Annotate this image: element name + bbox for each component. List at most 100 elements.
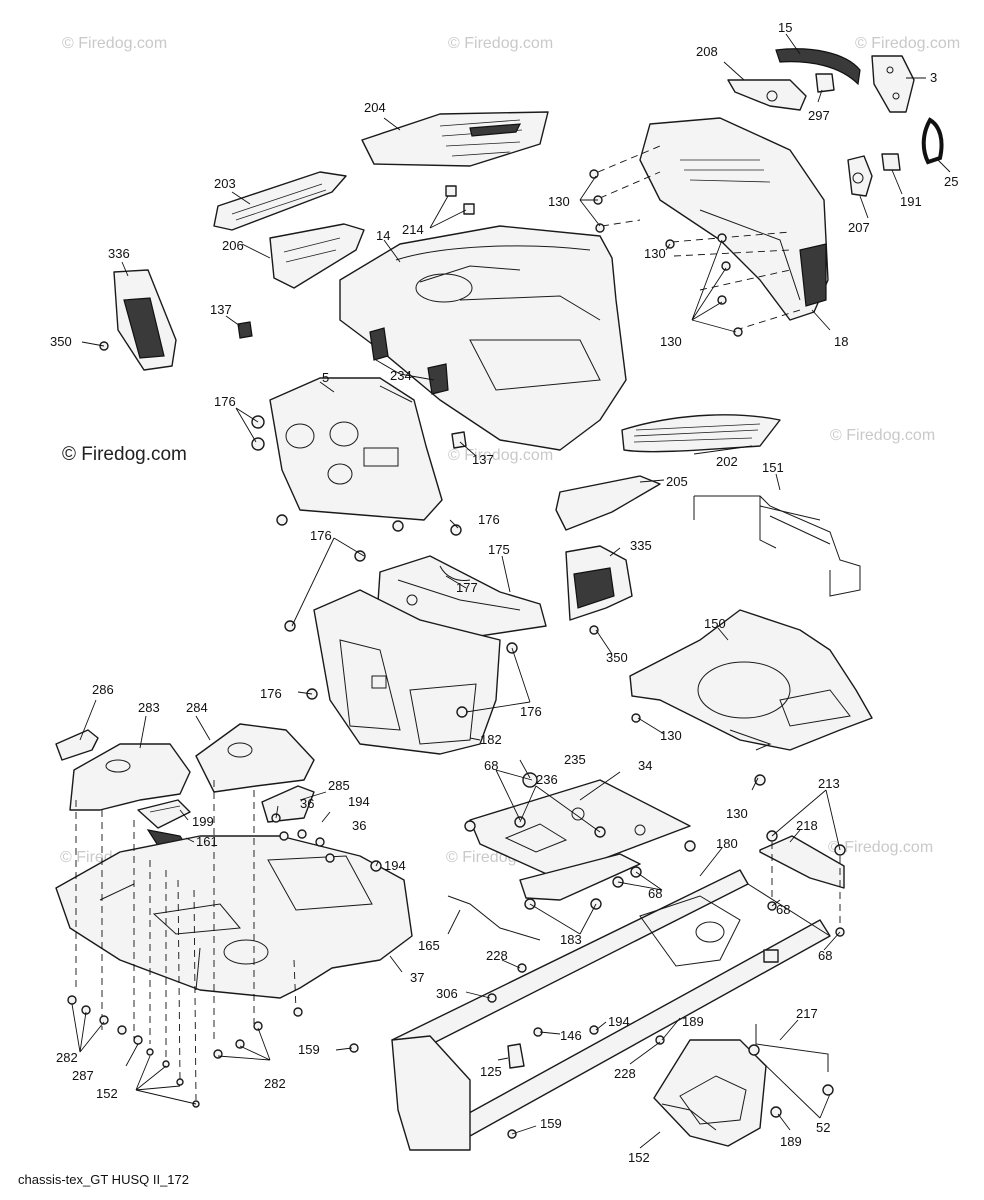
part-150-floor-pan bbox=[629, 609, 873, 786]
callout-68-a: 68 bbox=[484, 758, 498, 773]
callout-297: 297 bbox=[808, 108, 830, 123]
part-214-clips bbox=[445, 185, 475, 215]
callout-228-b: 228 bbox=[614, 1066, 636, 1081]
part-25-seal bbox=[921, 117, 944, 165]
diagram-caption: chassis-tex_GT HUSQ II_172 bbox=[18, 1172, 189, 1187]
callout-218: 218 bbox=[796, 818, 818, 833]
callout-14: 14 bbox=[376, 228, 390, 243]
misc-fasteners bbox=[349, 963, 782, 1139]
callout-176-d: 176 bbox=[260, 686, 282, 701]
part-202-front-grille bbox=[621, 414, 781, 453]
callout-283: 283 bbox=[138, 700, 160, 715]
part-206-bracket bbox=[269, 223, 365, 289]
part-18-grille-housing bbox=[639, 117, 829, 321]
callout-335: 335 bbox=[630, 538, 652, 553]
callout-183: 183 bbox=[560, 932, 582, 947]
part-3-bracket bbox=[871, 55, 915, 113]
callout-176-c: 176 bbox=[310, 528, 332, 543]
callout-176-a: 176 bbox=[214, 394, 236, 409]
part-180-main-frame bbox=[391, 869, 831, 1151]
callout-282-a: 282 bbox=[56, 1050, 78, 1065]
callout-36-a: 36 bbox=[300, 796, 314, 811]
callout-194-c: 194 bbox=[608, 1014, 630, 1029]
callout-203: 203 bbox=[214, 176, 236, 191]
part-165-link-rod bbox=[447, 895, 541, 941]
callout-177: 177 bbox=[456, 580, 478, 595]
callout-165: 165 bbox=[418, 938, 440, 953]
callout-180: 180 bbox=[716, 836, 738, 851]
callout-176-b: 176 bbox=[478, 512, 500, 527]
callout-161: 161 bbox=[196, 834, 218, 849]
watermark-low-right: © Firedog.com bbox=[828, 839, 933, 856]
callout-5: 5 bbox=[322, 370, 329, 385]
callout-228-a: 228 bbox=[486, 948, 508, 963]
callout-159-b: 159 bbox=[540, 1116, 562, 1131]
callout-152-b: 152 bbox=[628, 1150, 650, 1165]
callout-191: 191 bbox=[900, 194, 922, 209]
part-336-side-panel bbox=[99, 269, 177, 371]
callout-130-c: 130 bbox=[660, 334, 682, 349]
callout-213: 213 bbox=[818, 776, 840, 791]
part-177-cable bbox=[439, 565, 471, 581]
callout-282-b: 282 bbox=[264, 1076, 286, 1091]
part-284-fender-cap-right bbox=[195, 723, 315, 793]
callout-labels: 15 208 3 297 204 25 191 207 203 130 214 … bbox=[50, 20, 958, 1165]
part-34-mount-plate bbox=[464, 772, 696, 881]
callout-175: 175 bbox=[488, 542, 510, 557]
leader-lines bbox=[71, 33, 951, 1149]
callout-68-c: 68 bbox=[818, 948, 832, 963]
callout-207: 207 bbox=[848, 220, 870, 235]
callout-204: 204 bbox=[364, 100, 386, 115]
callout-146: 146 bbox=[560, 1028, 582, 1043]
fender-fastener-leaders bbox=[67, 780, 303, 1108]
callout-287: 287 bbox=[72, 1068, 94, 1083]
part-5-dash-console bbox=[269, 377, 443, 521]
callout-306: 306 bbox=[436, 986, 458, 1001]
part-234-pads bbox=[369, 327, 449, 395]
callout-150: 150 bbox=[704, 616, 726, 631]
part-297-clip bbox=[815, 73, 835, 93]
callout-52: 52 bbox=[816, 1120, 830, 1135]
watermark-top-right: © Firedog.com bbox=[855, 35, 960, 52]
part-176-grommets-lower bbox=[284, 550, 518, 700]
watermark-top-left: © Firedog.com bbox=[62, 35, 167, 52]
callout-130-d: 130 bbox=[660, 728, 682, 743]
callout-208: 208 bbox=[696, 44, 718, 59]
callout-336: 336 bbox=[108, 246, 130, 261]
part-14-hood bbox=[339, 225, 627, 451]
part-207-headlight bbox=[847, 155, 873, 197]
callout-350-a: 350 bbox=[50, 334, 72, 349]
callout-286: 286 bbox=[92, 682, 114, 697]
watermark-mid-center: © Firedog.com bbox=[448, 447, 553, 464]
callout-34: 34 bbox=[638, 758, 652, 773]
callout-130-a: 130 bbox=[548, 194, 570, 209]
watermark-top-center: © Firedog.com bbox=[448, 35, 553, 52]
callout-137-b: 137 bbox=[472, 452, 494, 467]
callout-350-b: 350 bbox=[606, 650, 628, 665]
part-182-lower-console bbox=[313, 589, 501, 755]
callout-125: 125 bbox=[480, 1064, 502, 1079]
part-285-insert bbox=[261, 785, 315, 823]
part-152-seat-pan bbox=[653, 1039, 767, 1147]
part-217-rod bbox=[748, 1024, 834, 1096]
callout-285: 285 bbox=[328, 778, 350, 793]
callout-176-e: 176 bbox=[520, 704, 542, 719]
callout-236: 236 bbox=[536, 772, 558, 787]
callout-189-b: 189 bbox=[780, 1134, 802, 1149]
watermark-mid-right: © Firedog.com bbox=[830, 427, 935, 444]
callout-199: 199 bbox=[192, 814, 214, 829]
callout-137-a: 137 bbox=[210, 302, 232, 317]
callout-151: 151 bbox=[762, 460, 784, 475]
watermark-mid-left: © Firedog.com bbox=[62, 444, 187, 465]
callout-159-a: 159 bbox=[298, 1042, 320, 1057]
part-205-trim bbox=[555, 475, 661, 531]
callout-205: 205 bbox=[666, 474, 688, 489]
callout-37: 37 bbox=[410, 970, 424, 985]
part-286-light-cover bbox=[55, 729, 99, 761]
part-137-clip-upper bbox=[237, 321, 253, 339]
callout-68-d: 68 bbox=[648, 886, 662, 901]
callout-234: 234 bbox=[390, 368, 412, 383]
callout-3: 3 bbox=[930, 70, 937, 85]
callout-284: 284 bbox=[186, 700, 208, 715]
